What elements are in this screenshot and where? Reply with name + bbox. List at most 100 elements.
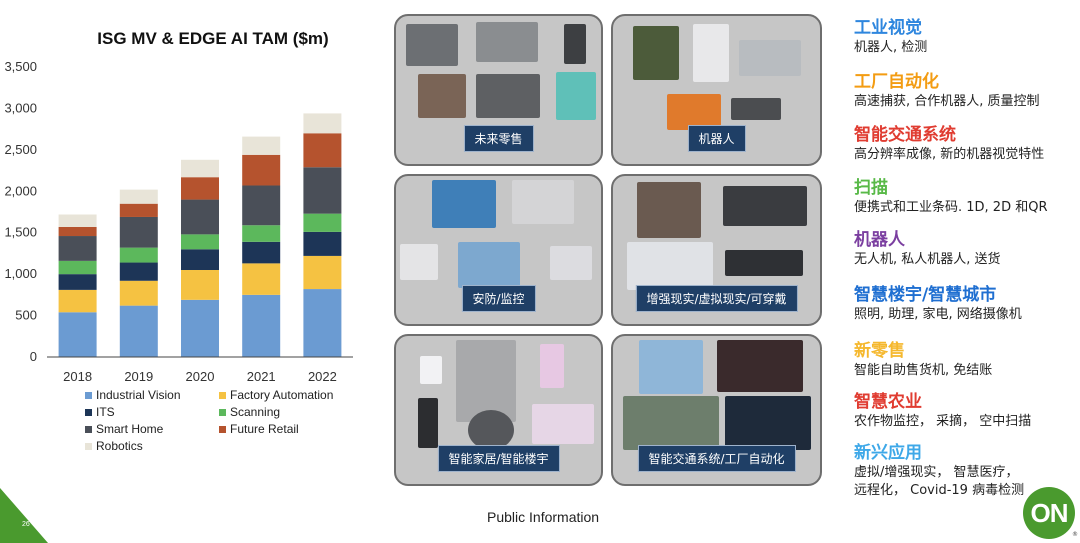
tile-label-ar-vr: 增强现实/虚拟现实/可穿戴 (635, 285, 798, 312)
legend-label: Factory Automation (230, 388, 334, 402)
bar-segment-smart-home (119, 216, 158, 248)
x-tick-label: 2018 (63, 369, 92, 384)
smart-glasses-person-image (637, 182, 701, 238)
registered-mark: ® (1072, 531, 1078, 538)
bar-segment-its (58, 274, 97, 290)
tile-label-robotics: 机器人 (687, 125, 746, 152)
bar-segment-industrial-vision (119, 305, 158, 357)
legend-item: Future Retail (219, 422, 299, 436)
corner-triangle (0, 488, 48, 543)
traffic-camera-image (639, 340, 703, 394)
dome-camera-image (400, 244, 438, 280)
category-title: 工业视觉 (854, 18, 922, 38)
category-its: 智能交通系统 高分辨率成像, 新的机器视觉特性 (854, 125, 1044, 163)
bar-segment-scanning (303, 213, 342, 232)
bar-stack-2019 (119, 189, 158, 357)
drone-image (731, 98, 781, 120)
category-title: 新零售 (854, 341, 905, 361)
bar-segment-factory-automation (58, 289, 97, 313)
tile-label-security: 安防/监控 (461, 285, 536, 312)
legend-swatch (85, 391, 92, 399)
robot-vacuum-image (468, 410, 514, 450)
y-tick-label: 0 (30, 349, 37, 364)
bar-segment-scanning (119, 247, 158, 263)
kiosk-image (556, 72, 596, 120)
bar-segment-future-retail (242, 154, 281, 186)
category-smart-building: 智慧楼宇/智慧城市 照明, 助理, 家电, 网络摄像机 (854, 285, 1022, 323)
smart-bulb-image (540, 344, 564, 388)
legend-swatch (219, 391, 226, 399)
tile-label-its-factory: 智能交通系统/工厂自动化 (637, 445, 796, 472)
bar-stack-2021 (242, 136, 281, 357)
legend-item: Factory Automation (219, 388, 333, 402)
legend-swatch (219, 425, 226, 433)
shopper-image (418, 74, 466, 118)
bullet-camera-image (512, 180, 574, 224)
x-tick-label: 2022 (308, 369, 337, 384)
chart-svg: ISG MV & EDGE AI TAM ($m) 05001,0001,500… (4, 29, 353, 384)
bar-segment-scanning (181, 234, 219, 250)
bar-segment-future-retail (58, 226, 97, 237)
tile-smart-home[interactable]: 智能家居/智能楼宇 (394, 334, 603, 486)
category-title: 智能交通系统 (854, 125, 956, 145)
tile-robotics[interactable]: 机器人 (611, 14, 822, 166)
production-line-image (725, 396, 811, 450)
bar-stack-2022 (303, 113, 342, 357)
tile-its-factory[interactable]: 智能交通系统/工厂自动化 (611, 334, 822, 486)
category-robotics: 机器人 无人机, 私人机器人, 送货 (854, 230, 1001, 268)
bar-segment-factory-automation (303, 255, 342, 290)
autonomous-car-image (739, 40, 801, 76)
tile-future-retail[interactable]: 未来零售 (394, 14, 603, 166)
category-factory-automation: 工厂自动化 高速捕获, 合作机器人, 质量控制 (854, 72, 1040, 110)
category-new-retail: 新零售 智能自助售货机, 免结账 (854, 341, 992, 379)
tile-security[interactable]: 安防/监控 (394, 174, 603, 326)
bar-segment-industrial-vision (242, 294, 281, 357)
bar-segment-its (119, 262, 158, 281)
dome-camera-2-image (550, 246, 592, 280)
barcode-gun-image (564, 24, 586, 64)
pole-camera-image (458, 242, 520, 288)
tile-ar-vr-wearables[interactable]: 增强现实/虚拟现实/可穿戴 (611, 174, 822, 326)
bar-segment-future-retail (303, 133, 342, 168)
y-tick-label: 3,000 (4, 100, 37, 115)
bar-segment-smart-home (303, 167, 342, 214)
category-desc: 智能自助售货机, 免结账 (854, 363, 993, 378)
humanoid-robot-image (693, 24, 729, 82)
y-tick-label: 3,500 (4, 59, 37, 74)
bar-stack-2018 (58, 214, 97, 357)
bar-segment-scanning (242, 225, 281, 242)
category-desc-2: 远程化， Covid-19 病毒检测 (854, 483, 1025, 498)
smart-fridge-image (456, 340, 516, 422)
legend-label: Industrial Vision (96, 388, 181, 402)
bar-segment-its (242, 241, 281, 264)
category-desc: 虚拟/增强现实， 智慧医疗， (854, 465, 1019, 480)
legend-label: Future Retail (230, 422, 299, 436)
legend-swatch (85, 425, 92, 433)
category-title: 工厂自动化 (854, 72, 939, 92)
category-emerging: 新兴应用 虚拟/增强现实， 智慧医疗， 远程化， Covid-19 病毒检测 (854, 443, 1024, 499)
y-tick-label: 500 (15, 308, 37, 323)
category-desc: 高分辨率成像, 新的机器视觉特性 (854, 147, 1045, 162)
bar-segment-robotics (181, 159, 219, 178)
category-title: 扫描 (854, 178, 888, 198)
security-camera-image (432, 180, 496, 228)
category-title: 机器人 (854, 230, 905, 250)
bar-segment-industrial-vision (58, 312, 97, 357)
retail-store-image (476, 22, 538, 62)
wearable-glasses-image (725, 250, 803, 276)
bar-segment-factory-automation (181, 270, 219, 300)
legend-swatch (85, 408, 92, 416)
category-smart-agriculture: 智慧农业 农作物监控， 采摘， 空中扫描 (854, 392, 1031, 430)
delivery-robot-image (667, 94, 721, 130)
factory-robot-image (717, 340, 803, 392)
category-desc: 照明, 助理, 家电, 网络摄像机 (854, 307, 1022, 322)
y-tick-label: 1,000 (4, 266, 37, 281)
bar-segment-smart-home (242, 185, 281, 226)
legend-item: Industrial Vision (85, 388, 181, 402)
legend-item: ITS (85, 405, 115, 419)
category-industrial-vision: 工业视觉 机器人, 检测 (854, 18, 927, 56)
robot-arm-image (633, 26, 679, 80)
bar-segment-robotics (242, 136, 281, 155)
